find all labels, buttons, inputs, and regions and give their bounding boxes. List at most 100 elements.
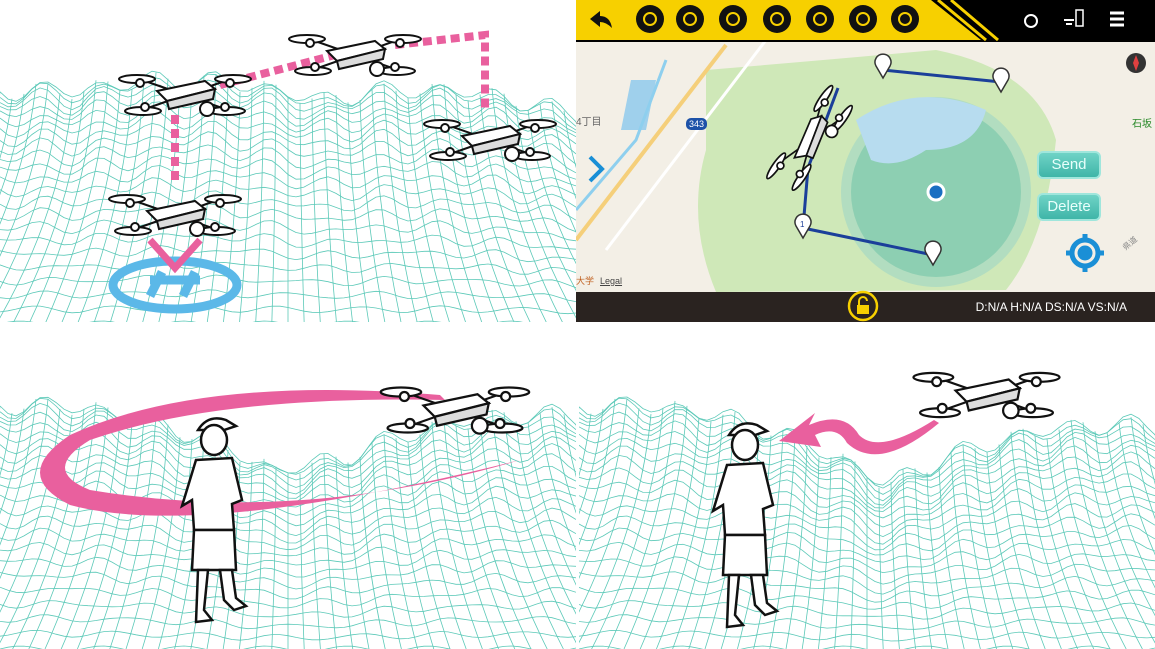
- terrain-line: [311, 98, 321, 322]
- drone-icon: [423, 119, 557, 162]
- expand-panel-chevron-icon[interactable]: [588, 155, 605, 183]
- terrain-line: [443, 84, 499, 322]
- menu-icon[interactable]: [1110, 11, 1124, 27]
- terrain-line: [591, 407, 664, 649]
- terrain-line: [1118, 422, 1155, 556]
- terrain-line: [7, 320, 524, 322]
- terrain-line: [503, 412, 576, 644]
- compass-icon[interactable]: [1126, 53, 1146, 73]
- home-point: [926, 182, 946, 202]
- terrain-line: [753, 429, 784, 649]
- waypoint-marker[interactable]: [794, 53, 1010, 267]
- terrain-line: [579, 414, 652, 644]
- terrain-line: [299, 103, 305, 322]
- terrain-line: [335, 94, 353, 322]
- altitude-icon[interactable]: [806, 5, 834, 33]
- person-figure: [711, 422, 779, 629]
- orbit-mode-illustration: [0, 325, 576, 649]
- terrain-line: [311, 462, 321, 649]
- terrain-line: [77, 423, 133, 649]
- waypoint-route-icon[interactable]: [849, 5, 877, 33]
- terrain-line: [579, 398, 628, 579]
- terrain-line: [431, 83, 483, 322]
- send-button[interactable]: Send: [1037, 151, 1101, 179]
- terrain-line: [579, 398, 616, 546]
- terrain-line: [0, 83, 37, 225]
- drone-icon: [379, 386, 531, 435]
- terrain-line: [998, 444, 1046, 649]
- terrain-line: [1022, 428, 1078, 649]
- terrain-line: [563, 110, 576, 168]
- gps-send-icon[interactable]: [891, 5, 919, 33]
- terrain-line: [0, 398, 37, 546]
- terrain-line: [818, 457, 832, 649]
- vr-icon-glyph: [726, 12, 740, 26]
- terrain-line: [579, 645, 1155, 649]
- terrain-line: [938, 466, 965, 649]
- terrain-line: [419, 434, 467, 649]
- terrain-line: [125, 424, 169, 649]
- terrain-line: [359, 99, 386, 322]
- terrain-line: [801, 457, 820, 649]
- terrain-line: [44, 407, 109, 649]
- person-figure: [180, 417, 248, 624]
- terrain-line: [639, 417, 700, 649]
- terrain-line: [579, 413, 592, 477]
- return-home-illustration: [0, 0, 576, 322]
- drone-icon: [118, 74, 252, 117]
- terrain-line: [1058, 429, 1127, 649]
- gps-send-icon-glyph: [898, 12, 912, 26]
- terrain-line: [45, 81, 109, 322]
- terrain-line: [1094, 431, 1155, 617]
- terrain-line: [769, 432, 796, 649]
- locate-target-icon[interactable]: [1066, 234, 1104, 272]
- terrain-line: [1082, 422, 1155, 644]
- orbit-icon[interactable]: [676, 5, 704, 33]
- drone-phone-icon[interactable]: [1075, 9, 1084, 27]
- terrain-line: [431, 421, 483, 649]
- gamepad-icon-glyph: [643, 12, 657, 26]
- follow-me-illustration: [579, 325, 1155, 649]
- terrain-line: [607, 400, 676, 649]
- terrain-line: [141, 437, 181, 649]
- legal-link[interactable]: Legal: [600, 276, 623, 286]
- helipad-h: [145, 269, 200, 299]
- terrain-line: [479, 94, 547, 322]
- drone-icon: [108, 194, 242, 237]
- film-reel-icon[interactable]: [763, 5, 791, 33]
- delete-button[interactable]: Delete: [1037, 193, 1101, 221]
- map-label-district: 4丁目: [576, 117, 602, 128]
- back-arrow-icon[interactable]: [590, 11, 612, 28]
- calibrate-icon[interactable]: [1024, 14, 1038, 28]
- terrain-line: [0, 99, 73, 319]
- terrain-line: [950, 452, 981, 649]
- terrain-line: [467, 428, 532, 649]
- film-reel-icon-glyph: [770, 12, 784, 26]
- terrain-line: [77, 89, 133, 322]
- terrain-line: [926, 472, 949, 649]
- terrain-line: [347, 102, 370, 322]
- terrain-line: [419, 93, 466, 322]
- terrain-line: [13, 90, 85, 322]
- terrain-line: [503, 93, 576, 319]
- terrain-line: [0, 408, 61, 613]
- terrain-line: [299, 473, 305, 649]
- map-label-place: 石坂: [1132, 119, 1152, 130]
- terrain-line: [61, 89, 121, 322]
- altitude-icon-glyph: [813, 12, 827, 26]
- terrain-line: [986, 452, 1030, 649]
- terrain-line: [579, 408, 640, 613]
- terrain-line: [623, 405, 688, 649]
- terrain-line: [407, 442, 451, 649]
- vr-icon[interactable]: [719, 5, 747, 33]
- terrain-line: [323, 453, 337, 649]
- terrain-line: [974, 448, 1014, 649]
- unlock-icon[interactable]: [847, 290, 879, 322]
- terrain-line: [395, 438, 435, 649]
- terrain-line: [347, 462, 370, 649]
- terrain-line: [491, 409, 564, 649]
- map-view[interactable]: [576, 0, 1155, 322]
- terrain-line: [0, 83, 49, 257]
- terrain-line: [395, 90, 434, 322]
- gamepad-icon[interactable]: [636, 5, 664, 33]
